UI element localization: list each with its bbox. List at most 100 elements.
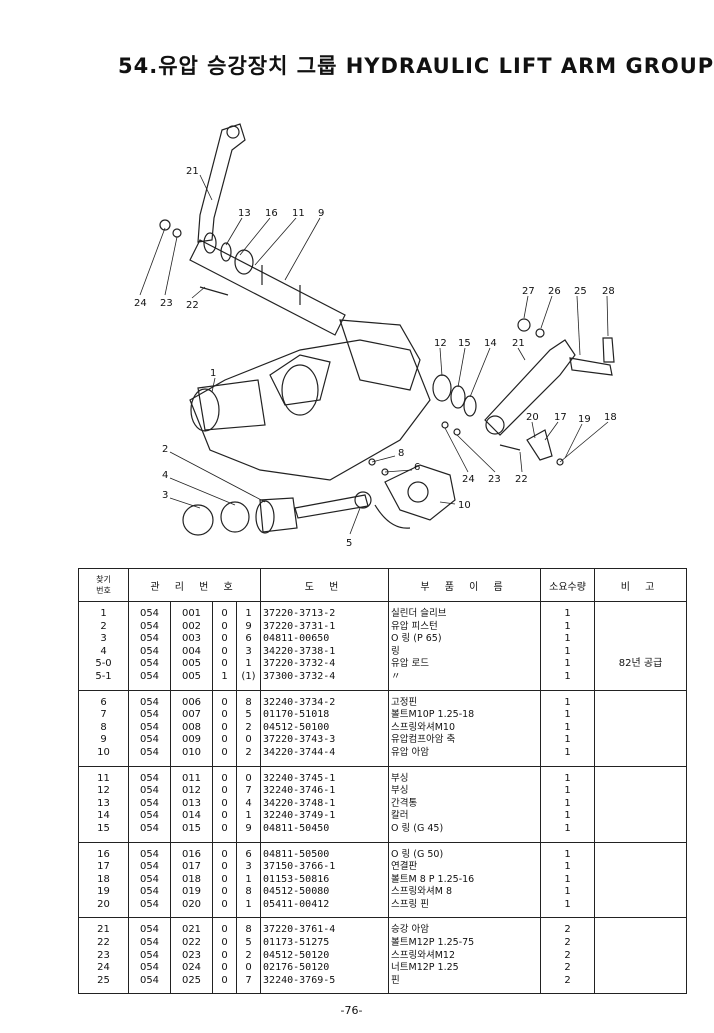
cell-name: 스프링와셔M10: [388, 721, 542, 735]
cell-name: 스프링와셔M12: [388, 949, 542, 963]
cell-remark: [594, 822, 688, 843]
cell-qty: 1: [540, 822, 596, 843]
callout: 4: [162, 470, 168, 481]
cell-m3: 0: [212, 898, 237, 919]
cell-m1: 054: [128, 620, 171, 634]
cell-m2: 005: [170, 658, 213, 671]
callout: 6: [414, 462, 420, 473]
cell-m2: 002: [170, 620, 213, 634]
cell-m4: 0: [235, 766, 262, 786]
cell-m2: 004: [170, 645, 213, 659]
cell-m3: 0: [212, 633, 237, 646]
cell-dwg: 37220-3713-2: [260, 601, 390, 621]
cell-name: 부싱: [388, 785, 542, 798]
callout: 21: [186, 166, 199, 177]
callout: 1: [210, 368, 216, 379]
cell-name: O 링 (G 45): [388, 822, 542, 843]
cell-m2: 009: [170, 734, 213, 747]
cell-m4: 1: [235, 810, 262, 823]
callout: 27: [522, 286, 535, 297]
cell-m3: 1: [212, 670, 237, 691]
cell-m3: 0: [212, 709, 237, 722]
cell-m2: 024: [170, 962, 213, 975]
cell-remark: [594, 670, 688, 691]
cell-dwg: 37150-3766-1: [260, 861, 390, 874]
cell-qty: 2: [540, 962, 596, 975]
cell-m2: 012: [170, 785, 213, 798]
cell-m3: 0: [212, 962, 237, 975]
cell-m3: 0: [212, 822, 237, 843]
cell-ref: 24: [78, 962, 129, 975]
callout: 8: [398, 448, 404, 459]
cell-m4: 5: [235, 937, 262, 950]
cell-m2: 018: [170, 873, 213, 887]
header-mgmt: 관 리 번 호: [127, 568, 262, 602]
cell-remark: [594, 949, 688, 963]
cell-ref: 7: [78, 709, 129, 722]
cell-m1: 054: [128, 937, 171, 950]
cell-m3: 0: [212, 842, 237, 862]
cell-ref: 15: [78, 822, 129, 843]
callout: 10: [458, 500, 471, 511]
exploded-parts-diagram: 21 13 16 11 9 24 23 22 27 26 25 28 12 15…: [134, 123, 617, 549]
cell-m3: 0: [212, 937, 237, 950]
cell-m4: (1): [235, 670, 262, 691]
cell-dwg: 04512-50080: [260, 886, 390, 899]
callout: 23: [488, 474, 501, 485]
callout: 3: [162, 490, 168, 501]
cell-m4: 9: [235, 620, 262, 634]
cell-m3: 0: [212, 746, 237, 767]
cell-m2: 020: [170, 898, 213, 919]
cell-m2: 022: [170, 937, 213, 950]
cell-remark: [594, 633, 688, 646]
cell-name: 너트M12P 1.25: [388, 962, 542, 975]
cell-dwg: 37220-3743-3: [260, 734, 390, 747]
callout: 19: [578, 414, 591, 425]
cell-dwg: 32240-3745-1: [260, 766, 390, 786]
callout: 5: [346, 538, 352, 549]
cell-m4: 1: [235, 873, 262, 887]
cell-qty: 1: [540, 746, 596, 767]
cell-name: 〃: [388, 670, 542, 691]
cell-m4: 6: [235, 633, 262, 646]
cell-qty: 1: [540, 797, 596, 811]
cell-name: 링: [388, 645, 542, 659]
cell-m4: 8: [235, 917, 262, 938]
cell-m3: 0: [212, 601, 237, 621]
cell-ref: 3: [78, 633, 129, 646]
cell-qty: 1: [540, 886, 596, 899]
cell-m2: 019: [170, 886, 213, 899]
cell-m4: 1: [235, 601, 262, 621]
cell-dwg: 37300-3732-4: [260, 670, 390, 691]
cell-m4: 2: [235, 721, 262, 735]
cell-m2: 001: [170, 601, 213, 621]
cell-name: O 링 (G 50): [388, 842, 542, 862]
cell-m1: 054: [128, 734, 171, 747]
cell-m1: 054: [128, 842, 171, 862]
cell-m4: 2: [235, 949, 262, 963]
cell-m3: 0: [212, 797, 237, 811]
cell-remark: [594, 797, 688, 811]
cell-ref: 12: [78, 785, 129, 798]
cell-remark: [594, 690, 688, 710]
callout: 9: [318, 208, 324, 219]
cell-dwg: 32240-3769-5: [260, 974, 390, 995]
cell-name: 핀: [388, 974, 542, 995]
cell-m2: 006: [170, 690, 213, 710]
cell-dwg: 32240-3734-2: [260, 690, 390, 710]
cell-m2: 011: [170, 766, 213, 786]
cell-ref: 8: [78, 721, 129, 735]
callout: 11: [292, 208, 305, 219]
cell-dwg: 34220-3744-4: [260, 746, 390, 767]
cell-remark: [594, 937, 688, 950]
cell-qty: 1: [540, 633, 596, 646]
cell-m1: 054: [128, 709, 171, 722]
cell-m1: 054: [128, 690, 171, 710]
